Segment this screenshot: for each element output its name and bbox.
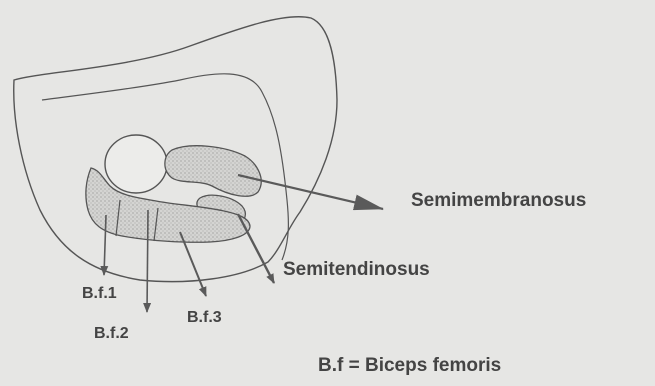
bf1-label: B.f.1 [82, 285, 117, 303]
legend-text: B.f = Biceps femoris [318, 355, 501, 377]
semitendinosus-label: Semitendinosus [283, 259, 430, 281]
semimembranosus-muscle [165, 146, 261, 197]
bf3-label: B.f.3 [187, 309, 222, 327]
bf2-label: B.f.2 [94, 325, 129, 343]
semimembranosus-label: Semimembranosus [411, 190, 586, 212]
semimembranosus-arrow [238, 175, 383, 209]
bf2-arrow [147, 210, 148, 312]
femur-circle [105, 135, 167, 193]
